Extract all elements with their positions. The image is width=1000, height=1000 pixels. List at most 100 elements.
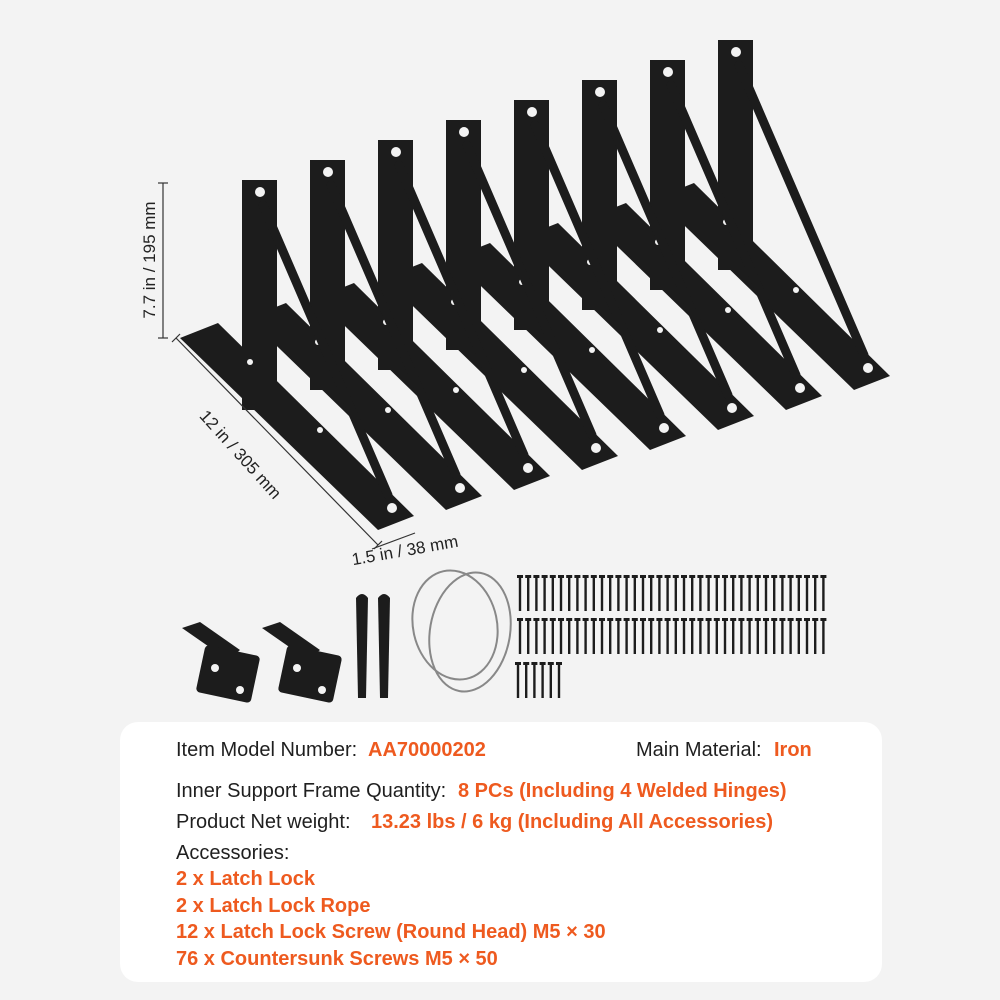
screw [771, 618, 778, 654]
screw [558, 575, 564, 611]
screw [697, 575, 704, 611]
screw [599, 575, 605, 611]
screw [787, 618, 794, 654]
screw [566, 575, 573, 611]
screw [779, 575, 786, 611]
screw [599, 618, 605, 654]
screw [648, 575, 655, 611]
screw [556, 662, 562, 698]
screw [681, 618, 687, 654]
support-bracket [180, 180, 414, 530]
screw-set [515, 575, 827, 698]
screw [763, 575, 769, 611]
screw [804, 618, 810, 654]
screw [558, 618, 564, 654]
screw [525, 575, 532, 611]
latch-lock [182, 622, 260, 703]
screw [517, 575, 523, 611]
screw [763, 618, 769, 654]
screw [738, 618, 745, 654]
accessory-item: 12 x Latch Lock Screw (Round Head) M5 × … [176, 921, 606, 943]
screw [812, 575, 819, 611]
screw [656, 575, 663, 611]
net-weight-value: 13.23 lbs / 6 kg (Including All Accessor… [371, 811, 773, 833]
latch-lock-rope [356, 594, 390, 698]
screw [795, 618, 802, 654]
screw [590, 575, 597, 611]
support-bracket [656, 40, 890, 390]
screw [689, 618, 696, 654]
accessory-item: 76 x Countersunk Screws M5 × 50 [176, 948, 498, 970]
screw [623, 618, 630, 654]
screw [730, 575, 737, 611]
screw [533, 618, 540, 654]
screw [533, 575, 540, 611]
accessory-item: 2 x Latch Lock [176, 868, 315, 890]
frame-quantity-label: Inner Support Frame Quantity: [176, 780, 447, 802]
bracket-group [180, 40, 890, 530]
screw [574, 575, 581, 611]
screw [746, 618, 753, 654]
screw [523, 662, 530, 698]
screw [779, 618, 786, 654]
screw [607, 618, 614, 654]
steel-cable [411, 569, 512, 693]
screw [631, 618, 638, 654]
screw [820, 575, 827, 611]
screw [541, 575, 548, 611]
net-weight-label: Product Net weight: [176, 811, 351, 833]
screw [713, 575, 720, 611]
screw [795, 575, 802, 611]
screw [697, 618, 704, 654]
accessory-item: 2 x Latch Lock Rope [176, 895, 371, 917]
height-dimension-label: 7.7 in / 195 mm [140, 201, 159, 319]
screw [787, 575, 794, 611]
screw [664, 618, 671, 654]
dimension-lines [158, 182, 416, 550]
screw [771, 575, 778, 611]
screw [549, 618, 556, 654]
screw [705, 618, 712, 654]
accessories-label: Accessories: [176, 842, 290, 864]
screw [804, 575, 810, 611]
screw [713, 618, 720, 654]
screw [623, 575, 630, 611]
model-value: AA70000202 [368, 739, 486, 761]
screw [681, 575, 687, 611]
support-bracket [248, 160, 482, 510]
screw [656, 618, 663, 654]
screw [730, 618, 737, 654]
screw [640, 575, 646, 611]
spec-card: Item Model Number: AA70000202 Main Mater… [120, 722, 882, 982]
screw [615, 618, 622, 654]
screw [607, 575, 614, 611]
screw [631, 575, 638, 611]
screw [746, 575, 753, 611]
material-value: Iron [774, 739, 812, 761]
screw [515, 662, 521, 698]
screw [566, 618, 573, 654]
screw [722, 618, 728, 654]
screw [640, 618, 646, 654]
screw [754, 575, 761, 611]
screw [582, 575, 589, 611]
screw [738, 575, 745, 611]
latch-lock [262, 622, 342, 703]
model-label: Item Model Number: [176, 739, 358, 761]
screw [672, 618, 679, 654]
screw [722, 575, 728, 611]
screw [820, 618, 827, 654]
screw [549, 575, 556, 611]
support-bracket [588, 60, 822, 410]
screw [648, 618, 655, 654]
screw [812, 618, 819, 654]
screw [705, 575, 712, 611]
screw [615, 575, 622, 611]
screw [754, 618, 761, 654]
screw [574, 618, 581, 654]
screw [664, 575, 671, 611]
screw [541, 618, 548, 654]
screw [539, 662, 546, 698]
screw [689, 575, 696, 611]
